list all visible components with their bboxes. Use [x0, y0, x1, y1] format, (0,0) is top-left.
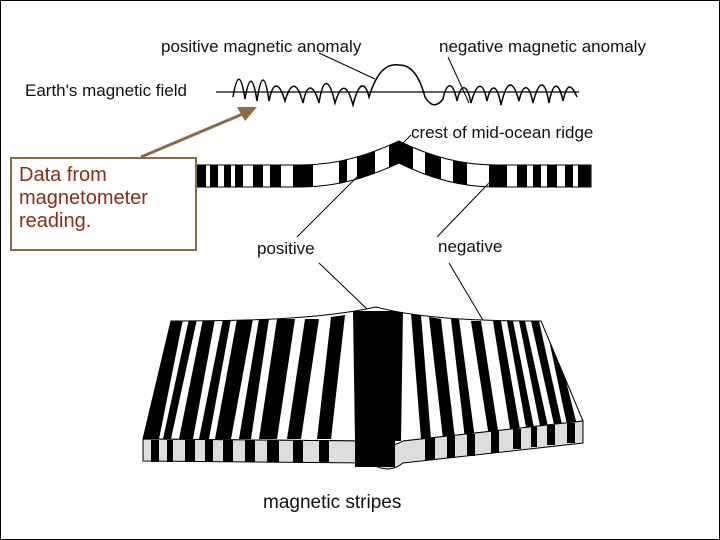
pointer-positive-top	[296, 172, 362, 238]
label-negative: negative	[438, 237, 503, 256]
magnetometer-trace	[232, 63, 578, 108]
pointer-positive-anomaly	[318, 52, 376, 80]
pointer-negative-anomaly	[447, 56, 470, 104]
callout-line-2: magnetometer	[19, 187, 148, 209]
label-positive-magnetic-anomaly: positive magnetic anomaly	[161, 37, 362, 56]
callout-line-3: reading.	[19, 210, 92, 232]
pointer-negative-bottom	[448, 262, 488, 328]
label-positive: positive	[257, 239, 315, 258]
label-magnetic-stripes: magnetic stripes	[263, 492, 402, 513]
label-earths-magnetic-field: Earth's magnetic field	[25, 81, 187, 100]
pointer-negative-top	[436, 182, 490, 238]
label-negative-magnetic-anomaly: negative magnetic anomaly	[439, 37, 646, 56]
callout-line-1: Data from	[19, 164, 107, 186]
pointer-positive-bottom	[318, 262, 368, 310]
label-crest-of-ridge: crest of mid-ocean ridge	[411, 123, 594, 142]
callout-arrow	[140, 107, 257, 159]
magnetometer-callout-box: Data from magnetometer reading.	[10, 157, 197, 251]
